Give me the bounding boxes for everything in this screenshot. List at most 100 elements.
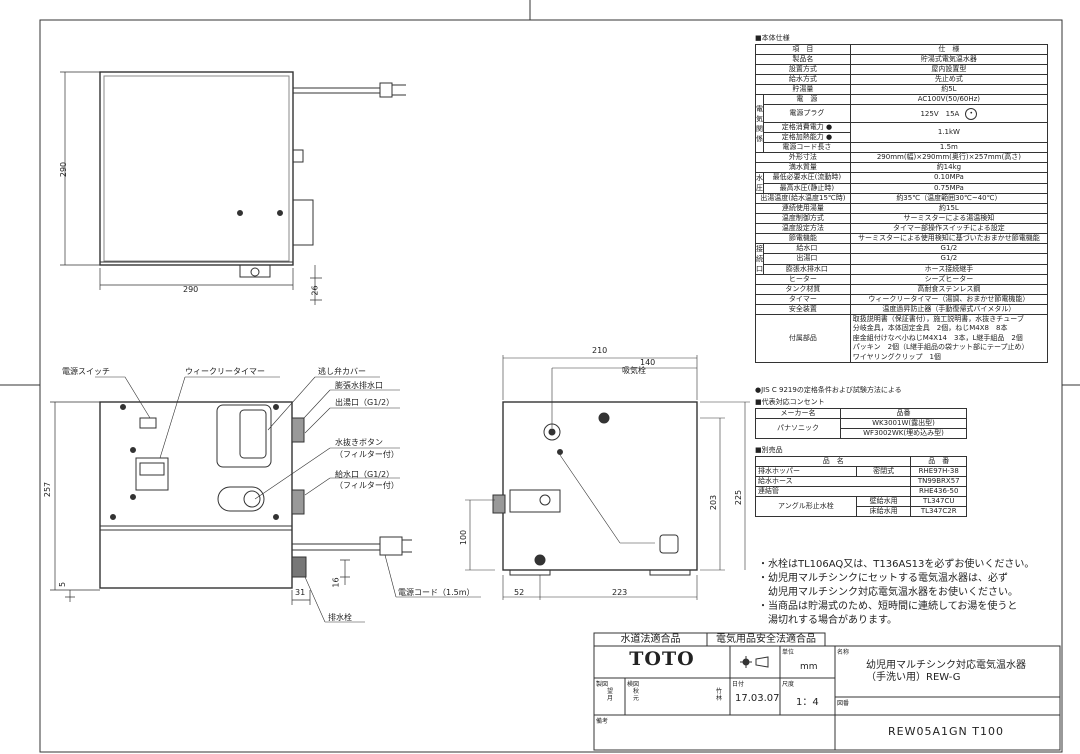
option-sub: 床給水用 xyxy=(855,506,912,517)
unit-label: 単位 xyxy=(782,649,795,656)
spec-label: 貯湯量 xyxy=(755,84,851,95)
spec-heading: ■本体仕様 xyxy=(755,34,790,42)
spec-label: 温度制御方式 xyxy=(755,213,851,224)
outlets-header-model: 品番 xyxy=(840,408,967,419)
spec-label: 温度設定方法 xyxy=(755,223,851,234)
spec-label: タンク材質 xyxy=(755,284,851,295)
spec-value: 貯湯式電気温水器 xyxy=(849,54,1049,65)
label-power-switch: 電源スイッチ xyxy=(62,367,110,376)
spec-table: 項 目 仕 様 製品名貯湯式電気温水器設置方式屋内設置型給水方式先止め式貯湯量約… xyxy=(755,44,1049,364)
checked-by: 秋元 xyxy=(633,688,640,702)
spec-row: 付属部品取扱説明書（保証書付），施工説明書，水抜きチューブ 分岐金具，本体固定金… xyxy=(755,313,1049,364)
spec-label: 最低必要水圧(流動時) xyxy=(763,172,851,184)
spec-label: 最高水圧(静止時) xyxy=(763,182,851,194)
spec-row: 温度制御方式サーミスターによる湯温検知 xyxy=(755,213,1049,224)
label-air-intake: 吸気栓 xyxy=(622,366,646,375)
outlets-heading: ■代表対応コンセント xyxy=(755,398,825,406)
drawn-by: 望月 xyxy=(607,688,614,702)
outlets-model: WK3001W(露出型) xyxy=(840,418,967,429)
toto-logo: TOTO xyxy=(629,648,695,670)
spec-row: 膨張水排水口ホース接続継手 xyxy=(756,263,1049,276)
option-name: アングル形止水栓 xyxy=(755,496,857,517)
note-line: 幼児用マルチシンク対応電気温水器をお使いください。 xyxy=(758,587,1018,598)
option-code: TL347CU xyxy=(910,496,967,507)
option-name: 排水ホッパー xyxy=(755,466,857,477)
options-header-name: 品 名 xyxy=(754,456,912,467)
spec-label: ヒーター xyxy=(755,274,851,285)
options-heading: ■別売品 xyxy=(755,446,783,454)
date-label: 日付 xyxy=(732,681,745,688)
dim-side: 31 xyxy=(295,588,306,597)
outlets-header-maker: メーカー名 xyxy=(755,408,841,419)
outlets-model: WF3002WK(埋め込み型) xyxy=(840,428,967,439)
spec-label: 出湯口 xyxy=(763,253,851,265)
drawn-label: 製図 xyxy=(596,681,609,688)
product-name-line2: （手洗い用）REW-G xyxy=(866,672,961,683)
spec-row: 満水質量約14kg xyxy=(755,162,1049,173)
side-view xyxy=(465,355,750,600)
spec-row: 製品名貯湯式電気温水器 xyxy=(755,54,1049,65)
spec-value: 0.75MPa xyxy=(849,182,1049,194)
dim-225: 225 xyxy=(734,489,744,506)
spec-group-label: 水圧 xyxy=(755,172,764,194)
spec-value: 125V 15A• xyxy=(849,104,1049,123)
spec-value: ウィークリータイマー（湯調、おまかせ節電機能） xyxy=(849,294,1049,305)
spec-label: 出湯温度(給水温度15℃時) xyxy=(755,193,851,204)
note-line: ・当商品は貯湯式のため、短時間に連続してお湯を使うと xyxy=(758,601,1018,612)
product-name: 幼児用マルチシンク対応電気温水器 （手洗い用）REW-G xyxy=(866,660,1026,684)
spec-row: 連続使用湯量約15L xyxy=(755,203,1049,214)
spec-value: 0.10MPa xyxy=(849,172,1049,184)
approved-by: 竹林 xyxy=(716,688,723,702)
spec-row: 定格消費電力 ●1.1kW xyxy=(756,122,1049,143)
spec-value: 温度過昇防止器（手動復帰式バイメタル） xyxy=(849,304,1049,315)
spec-row: タイマーウィークリータイマー（湯調、おまかせ節電機能） xyxy=(755,294,1049,305)
spec-row: 水圧最低必要水圧(流動時)0.10MPa xyxy=(755,172,1049,194)
spec-value: 高耐食ステンレス鋼 xyxy=(849,284,1049,295)
spec-label: 膨張水排水口 xyxy=(763,263,851,276)
spec-value: 約5L xyxy=(849,84,1049,95)
relief-valve-cover-drawing xyxy=(216,404,272,468)
spec-value: サーミスターによる使用検知に基づいたおまかせ節電機能 xyxy=(849,233,1049,244)
spec-label: 連続使用湯量 xyxy=(755,203,851,214)
option-sub: 密閉式 xyxy=(855,466,912,477)
spec-value: ホース接続継手 xyxy=(849,263,1049,276)
note-line: ・幼児用マルチシンクにセットする電気温水器は、必ず xyxy=(758,573,1008,584)
outlet-plug-icon: • xyxy=(965,107,978,120)
spec-header-label: 項 目 xyxy=(755,44,851,55)
scale-label: 尺度 xyxy=(782,681,795,688)
notes: ・水栓はTL106AQ又は、T136AS13を必ずお使いください。 ・幼児用マル… xyxy=(758,558,1034,628)
unit-value: mm xyxy=(800,662,818,672)
third-angle-projection-icon xyxy=(740,656,769,668)
option-code: TL347C2R xyxy=(910,506,967,517)
spec-row: タンク材質高耐食ステンレス鋼 xyxy=(755,284,1049,295)
title-block-frame xyxy=(593,632,1061,751)
front-view xyxy=(50,376,481,623)
spec-value: 約35℃（温度範囲30℃~40℃） xyxy=(849,193,1049,204)
label-hot-outlet: 出湯口（G1/2） xyxy=(335,398,395,407)
spec-label: 設置方式 xyxy=(755,64,851,75)
dim-210: 210 xyxy=(592,346,608,355)
spec-label: 定格消費電力 ● xyxy=(763,122,851,133)
spec-value: 先止め式 xyxy=(849,74,1049,85)
spec-value: 約15L xyxy=(849,203,1049,214)
spec-row: 節電機能サーミスターによる使用検知に基づいたおまかせ節電機能 xyxy=(755,233,1049,244)
cert-electrical: 電気用品安全法適合品 xyxy=(716,634,816,645)
outlets-maker: パナソニック xyxy=(755,418,841,439)
dim-52: 52 xyxy=(514,588,525,597)
spec-row: 貯湯量約5L xyxy=(755,84,1049,95)
option-name: 給水ホース xyxy=(754,476,912,487)
spec-row: 給水方式先止め式 xyxy=(755,74,1049,85)
spec-group-label: 接続口 xyxy=(755,243,764,275)
